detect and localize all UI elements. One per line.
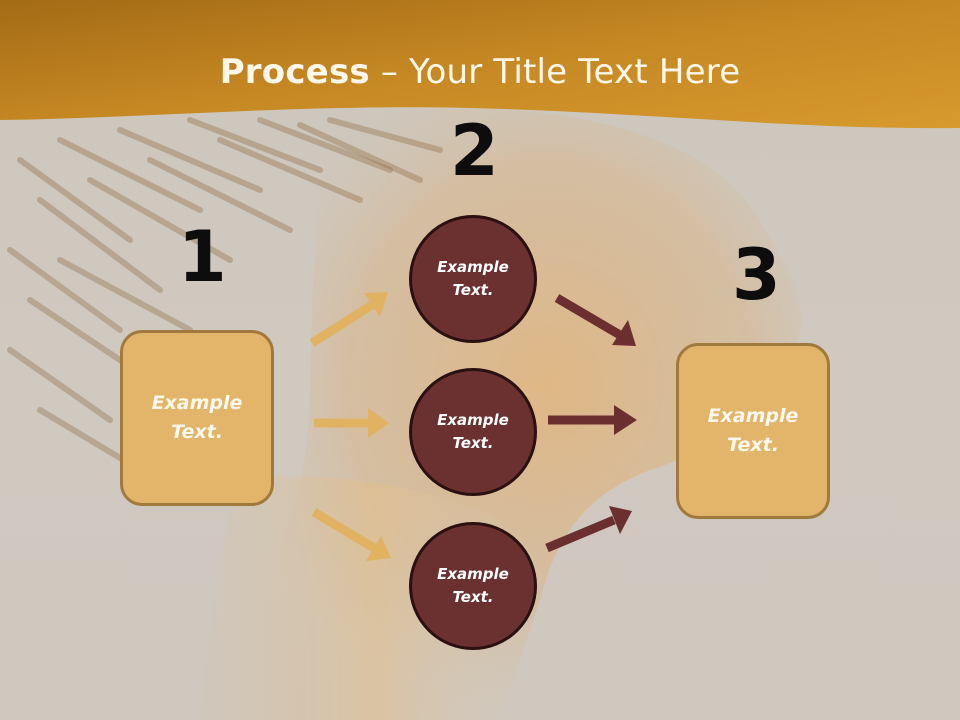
header-band	[0, 0, 960, 129]
step-number-3: 3	[732, 234, 781, 316]
slide-title: Process – Your Title Text Here	[0, 52, 960, 92]
step-number-2: 2	[450, 110, 499, 192]
step-number-1: 1	[178, 216, 227, 298]
title-rest: – Your Title Text Here	[369, 52, 741, 92]
title-bold: Process	[219, 52, 370, 92]
